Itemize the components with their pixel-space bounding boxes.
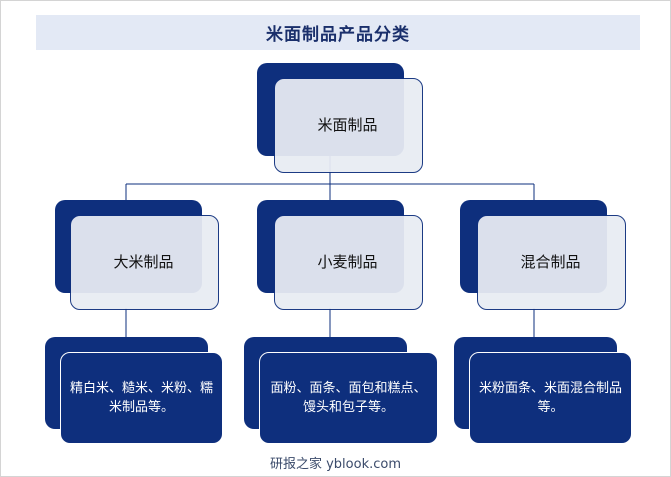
category-node-mixed [477, 215, 626, 310]
detail-node-wheat: 面粉、面条、面包和糕点、馒头和包子等。 [259, 352, 438, 444]
category-node-rice [70, 215, 219, 310]
detail-node-mixed: 米粉面条、米面混合制品等。 [469, 352, 632, 444]
category-label-wheat: 小麦制品 [317, 253, 378, 271]
root-node [274, 78, 423, 173]
category-label-rice: 大米制品 [113, 253, 174, 271]
detail-node-rice: 精白米、糙米、米粉、糯米制品等。 [60, 352, 223, 444]
diagram-title: 米面制品产品分类 [36, 15, 640, 50]
category-label-mixed: 混合制品 [520, 253, 581, 271]
root-node-label: 米面制品 [317, 116, 378, 134]
footer-source: 研报之家 yblook.com [269, 457, 402, 472]
category-node-wheat [274, 215, 423, 310]
